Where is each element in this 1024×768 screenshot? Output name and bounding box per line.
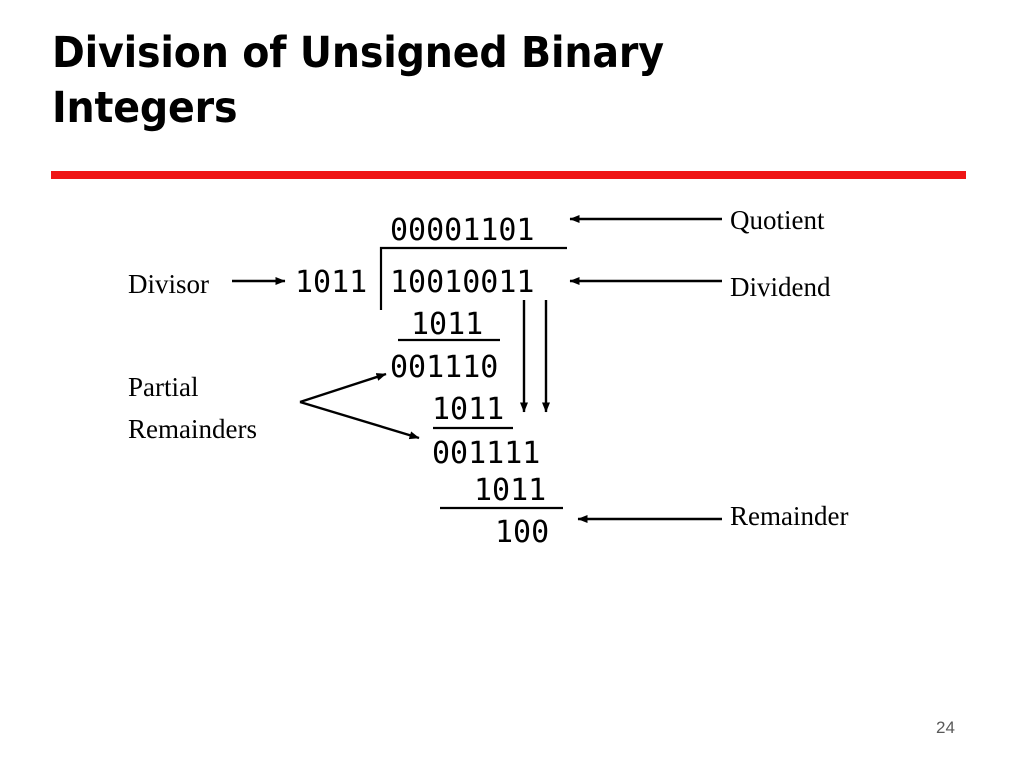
divisor-label: Divisor [128,269,209,299]
partial-remainder-1-row: 001110 [390,350,498,385]
page-title: Division of Unsigned Binary Integers [52,28,664,134]
partial-remainders-label-line2: Remainders [128,414,257,444]
subtrahend-2-row: 1011 [432,392,504,427]
dividend-label: Dividend [730,272,831,302]
quotient-row: 00001101 [390,213,535,248]
partial-remainders-callout-arrow-lower [299,400,420,440]
partial-remainder-2-row: 001111 [432,436,540,471]
subtrahend-1-row: 1011 [411,307,483,342]
page-number: 24 [936,718,955,737]
division-bracket [379,246,567,310]
remainder-label: Remainder [730,501,848,531]
subtrahend-3-row: 1011 [474,473,546,508]
title-accent-rule [51,171,966,179]
partial-remainders-callout-arrow-upper [299,372,387,404]
final-remainder-row: 100 [495,515,549,550]
dividend-row: 10010011 [390,265,535,300]
quotient-label: Quotient [730,205,825,235]
divisor-value: 1011 [295,265,367,300]
partial-remainders-label-line1: Partial [128,372,198,402]
